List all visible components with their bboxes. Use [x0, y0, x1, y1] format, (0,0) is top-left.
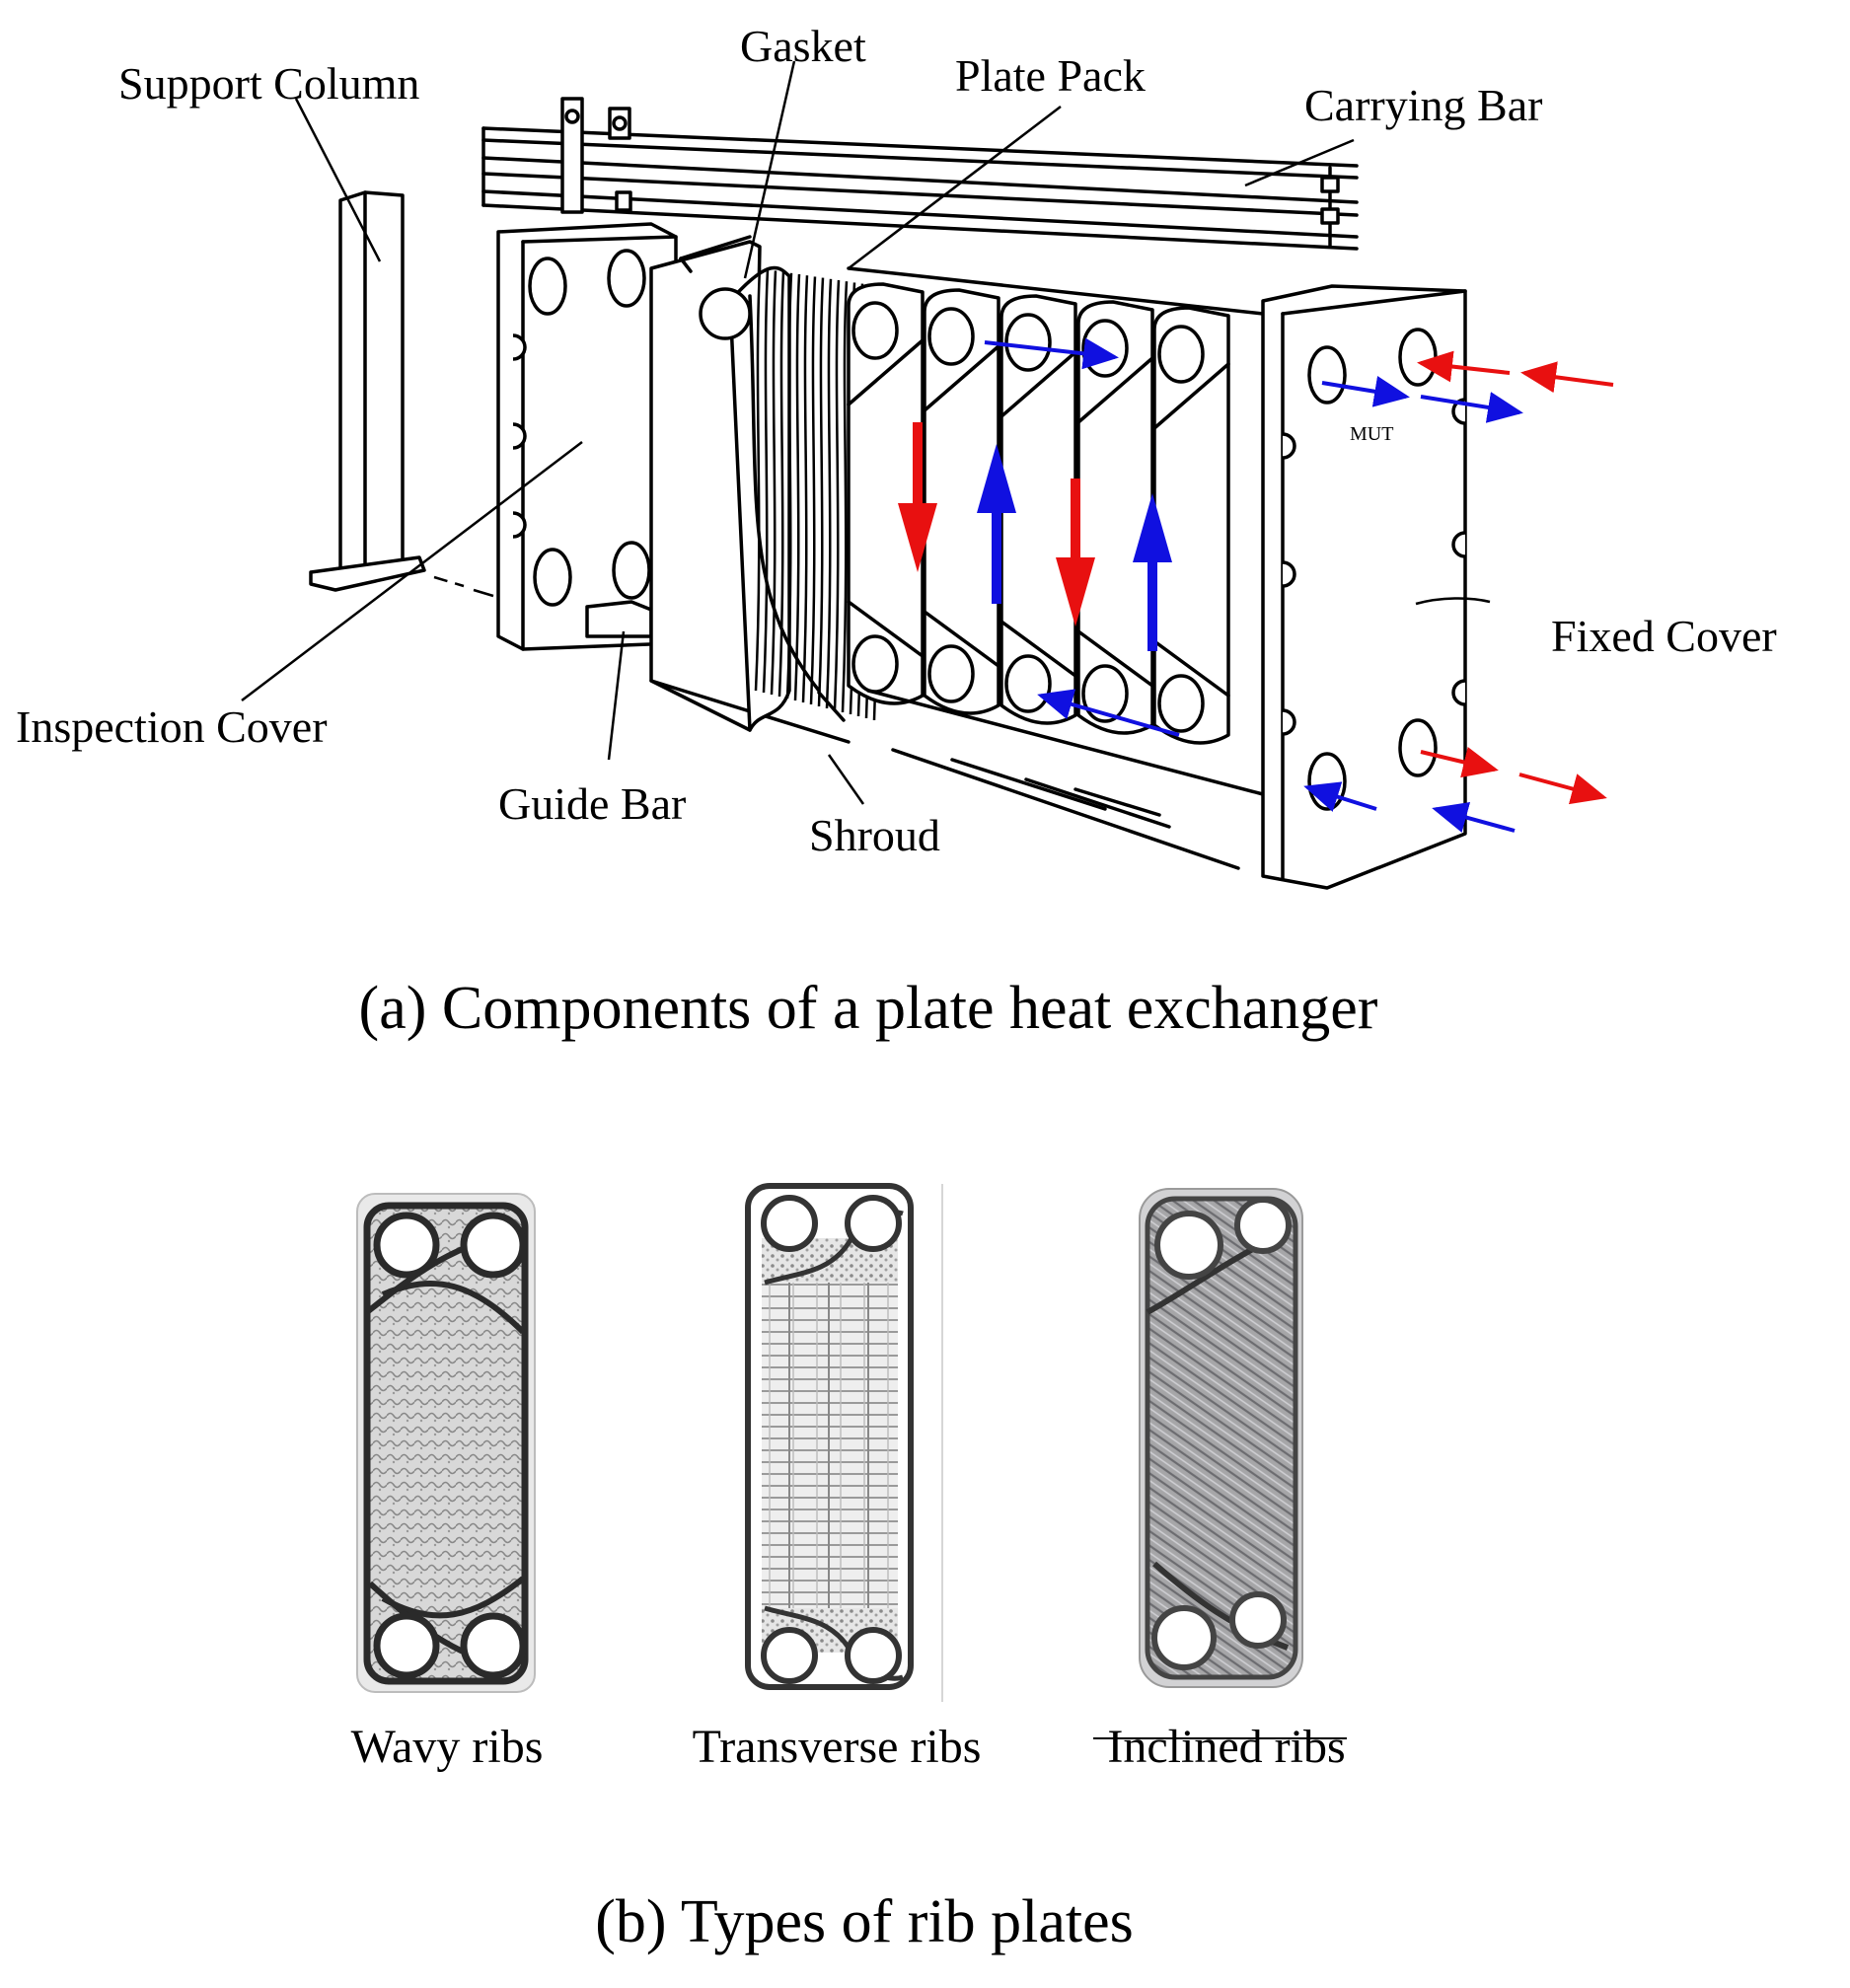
gasket-leader: [743, 60, 796, 279]
plate-edge: [833, 279, 841, 711]
cold-flow-up-arrow-icon: [1133, 493, 1172, 562]
caption-b: (b) Types of rib plates: [595, 1888, 1134, 1955]
flow-arrows: [898, 337, 1614, 833]
label-support-column: Support Column: [118, 58, 419, 109]
port-icon: [1151, 1605, 1217, 1670]
plate-edge: [841, 281, 849, 713]
label-shroud: Shroud: [809, 810, 940, 860]
guide-bar: [585, 600, 653, 638]
port-icon: [851, 634, 899, 694]
plates-expanded: [847, 266, 1265, 796]
port-icon: [761, 1627, 818, 1684]
bar-bracket: [560, 97, 632, 214]
port-icon: [1081, 319, 1129, 378]
port-icon: [1234, 1197, 1292, 1254]
caption-a: (a) Components of a plate heat exchanger: [359, 975, 1378, 1042]
label-guide-bar: Guide Bar: [498, 778, 686, 829]
port-icon: [1398, 718, 1438, 777]
plate-edge: [817, 277, 825, 707]
support-column: [309, 190, 494, 598]
port-icon: [927, 307, 975, 366]
port-icon: [1081, 664, 1129, 723]
plate-mark: MUT: [1350, 423, 1393, 445]
port-icon: [1004, 313, 1052, 372]
plate-pack-leader: [848, 106, 1062, 269]
label-wavy-ribs: Wavy ribs: [351, 1721, 544, 1773]
leader-lines: [241, 60, 1355, 805]
hot-flow-arrow-icon: [1520, 361, 1614, 394]
cold-flow-arrow-icon: [1321, 376, 1410, 407]
cold-flow-arrow-icon: [1420, 392, 1523, 423]
port-icon: [528, 257, 567, 316]
guide-bar-leader: [607, 630, 626, 761]
port-icon: [460, 1212, 527, 1279]
cold-flow-arrow-icon: [1303, 781, 1377, 812]
port-icon: [1229, 1591, 1287, 1649]
plate-edge: [809, 276, 817, 705]
plate-edge: [754, 267, 762, 692]
cold-flow-arrow-icon: [984, 337, 1119, 370]
port-icon: [1157, 325, 1205, 384]
label-plate-pack: Plate Pack: [955, 50, 1146, 101]
plate-transverse: [745, 1183, 943, 1702]
port-icon: [533, 548, 572, 607]
port-icon: [851, 301, 899, 360]
shroud-leader: [827, 754, 865, 805]
hot-flow-down-arrow-icon: [1056, 557, 1095, 626]
port-icon: [612, 541, 651, 600]
cold-flow-up-arrow-icon: [977, 444, 1016, 513]
inspection-cover: [496, 222, 678, 651]
plate-inclined: [1139, 1188, 1303, 1688]
port-icon: [845, 1195, 902, 1252]
fixed-cover: MUT: [1261, 284, 1491, 890]
port-icon: [460, 1612, 527, 1679]
support-column-leader: [294, 98, 382, 262]
port-icon: [1398, 328, 1438, 387]
heat-plate: [1152, 306, 1230, 745]
label-fixed-cover: Fixed Cover: [1551, 611, 1777, 661]
port-icon: [1307, 752, 1347, 811]
plate-edge: [770, 270, 777, 696]
plate-edge: [785, 272, 793, 699]
port-icon: [1154, 1211, 1223, 1280]
plate-edge: [801, 275, 809, 703]
plate-edge: [762, 269, 770, 694]
diagram-a: MUT: [16, 21, 1777, 1042]
label-transverse-ribs: Transverse ribs: [693, 1721, 982, 1773]
hot-flow-arrow-icon: [1518, 773, 1607, 805]
inspection-cover-leader: [241, 441, 583, 701]
port-icon: [1157, 674, 1205, 733]
cold-flow-arrow-icon: [1037, 689, 1180, 737]
heat-plate: [1076, 300, 1154, 735]
diagram-b: Wavy ribs Transverse ribs Inclined ribs …: [351, 1183, 1347, 1955]
hot-flow-arrow-icon: [1420, 746, 1499, 778]
label-inclined-ribs: Inclined ribs: [1107, 1721, 1345, 1773]
plate-edge: [793, 273, 801, 701]
plate-wavy: [356, 1193, 536, 1693]
plate-edge: [825, 278, 833, 709]
label-gasket: Gasket: [740, 21, 866, 71]
port-icon: [761, 1195, 818, 1252]
carrying-bar-leader: [1244, 138, 1355, 187]
label-carrying-bar: Carrying Bar: [1304, 80, 1542, 130]
port-icon: [1307, 345, 1347, 405]
port-icon: [845, 1627, 902, 1684]
port-icon: [927, 644, 975, 703]
label-inspection-cover: Inspection Cover: [16, 701, 328, 752]
cold-flow-arrow-icon: [1432, 802, 1516, 833]
port-icon: [1004, 654, 1052, 713]
port-icon: [607, 249, 646, 308]
hot-flow-arrow-icon: [1417, 350, 1511, 383]
port-icon: [373, 1212, 440, 1279]
port-icon: [373, 1612, 440, 1679]
hot-flow-down-arrow-icon: [898, 503, 937, 572]
